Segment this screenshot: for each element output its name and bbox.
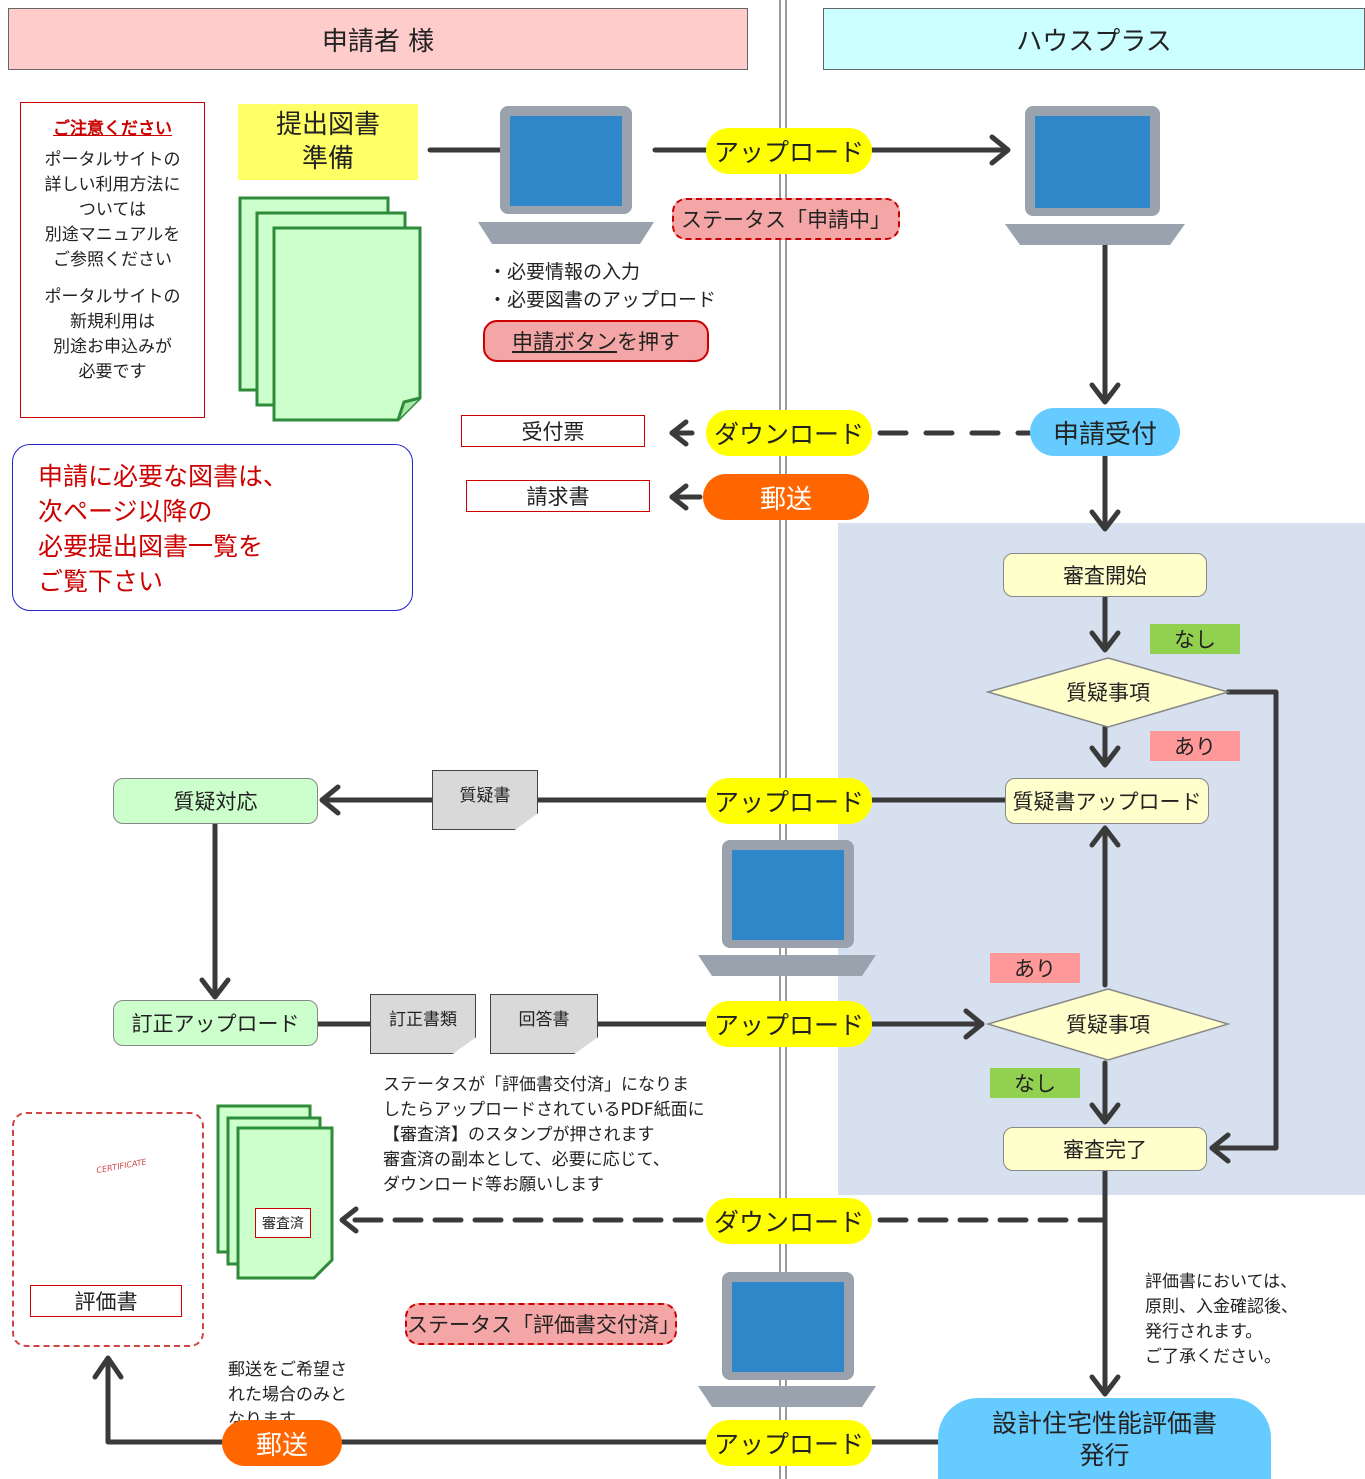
no-tag: なし <box>1150 624 1240 654</box>
caution-line: ご参照ください <box>53 250 172 270</box>
apply-step: ・必要図書のアップロード <box>488 289 717 311</box>
applicant-header: 申請者 様 <box>8 8 748 70</box>
required-docs-note: 申請に必要な図書は、 次ページ以降の 必要提出図書一覧を ご覧下さい <box>12 444 413 611</box>
invoice: 請求書 <box>466 480 650 512</box>
payment-note: 評価書においては、 原則、入金確認後、 発行されます。 ご了承ください。 <box>1145 1270 1345 1370</box>
application-received: 申請受付 <box>1030 408 1180 456</box>
apply-button-rest: を押す <box>617 330 680 354</box>
divider-line <box>779 0 781 1479</box>
note-line: 原則、入金確認後、 <box>1145 1297 1298 1317</box>
caution-line: 詳しい利用方法に <box>44 175 181 195</box>
note-line: したらアップロードされているPDF紙面に <box>383 1100 705 1120</box>
laptop-icon <box>698 840 876 976</box>
decision-diamond <box>985 988 1231 1061</box>
certificate-issue: 設計住宅性能評価書 発行 <box>938 1398 1271 1479</box>
no-tag: なし <box>990 1068 1080 1098</box>
issue-line: 発行 <box>1079 1441 1130 1470</box>
status-badge: ステータス「評価書交付済」 <box>405 1303 680 1345</box>
divider-line <box>785 0 787 1479</box>
laptop-icon <box>1005 106 1185 245</box>
mail-pill: 郵送 <box>222 1420 342 1466</box>
status-badge: ステータス「申請中」 <box>672 198 900 240</box>
note-line: 評価書においては、 <box>1145 1272 1298 1292</box>
apply-steps: ・必要情報の入力 ・必要図書のアップロード <box>488 258 768 314</box>
yes-tag: あり <box>1150 731 1240 761</box>
upload-pill: アップロード <box>706 1420 872 1466</box>
correction-upload: 訂正アップロード <box>113 1000 318 1046</box>
caution-line: 新規利用は <box>70 312 155 332</box>
laptop-icon <box>698 1272 876 1407</box>
caution-line: ポータルサイトの <box>44 150 181 170</box>
note-line: 申請に必要な図書は、 <box>38 462 289 491</box>
caution-line: 別途マニュアルを <box>44 225 181 245</box>
stamped-document-stack-icon <box>216 1104 334 1280</box>
note-line: ダウンロード等お願いします <box>383 1175 604 1195</box>
qa-response: 質疑対応 <box>113 778 318 824</box>
yes-tag: あり <box>990 953 1080 983</box>
mail-pill: 郵送 <box>703 474 869 520</box>
note-line: 郵送をご希望さ <box>228 1360 347 1380</box>
prep-line: 提出図書 <box>275 110 380 140</box>
apply-button-underlined: 申請ボタン <box>512 330 617 354</box>
apply-button[interactable]: 申請ボタンを押す <box>483 320 709 362</box>
question-decision-label: 質疑事項 <box>1066 681 1150 705</box>
stamp-note: ステータスが「評価書交付済」になりま したらアップロードされているPDF紙面に … <box>383 1073 733 1198</box>
correction-doc: 訂正書類 <box>370 994 476 1054</box>
upload-pill: アップロード <box>706 778 872 824</box>
note-line: 審査済の副本として、必要に応じて、 <box>383 1150 670 1170</box>
laptop-icon <box>478 106 654 244</box>
review-complete: 審査完了 <box>1003 1127 1207 1171</box>
download-pill: ダウンロード <box>706 410 872 456</box>
decision-diamond <box>985 657 1231 728</box>
receipt-ticket: 受付票 <box>461 415 645 447</box>
note-line: 次ページ以降の <box>38 497 213 526</box>
download-pill: ダウンロード <box>706 1198 872 1244</box>
prep-line: 準備 <box>301 144 354 174</box>
note-line: ご了承ください。 <box>1145 1347 1281 1367</box>
question-upload: 質疑書アップロード <box>1005 778 1209 824</box>
question-doc: 質疑書 <box>432 770 538 830</box>
note-line: 【審査済】のスタンプが押されます <box>383 1125 655 1145</box>
apply-step: ・必要情報の入力 <box>488 261 641 283</box>
question-decision-label: 質疑事項 <box>1066 1013 1150 1037</box>
caution-box: ご注意ください ポータルサイトの 詳しい利用方法に ついては 別途マニュアルを … <box>20 102 205 418</box>
caution-title: ご注意ください <box>53 119 172 139</box>
document-stack-icon <box>238 196 422 422</box>
caution-line: 別途お申込みが <box>53 337 172 357</box>
evaluation-doc: 評価書 <box>30 1285 182 1317</box>
houseplus-header: ハウスプラス <box>823 8 1365 70</box>
note-line: 発行されます。 <box>1145 1322 1263 1342</box>
caution-line: ポータルサイトの <box>44 287 181 307</box>
caution-line: ついては <box>78 200 147 220</box>
upload-pill: アップロード <box>706 1001 872 1047</box>
note-line: ステータスが「評価書交付済」になりま <box>383 1075 689 1095</box>
caution-line: 必要です <box>78 362 147 382</box>
review-start: 審査開始 <box>1003 553 1207 597</box>
answer-doc: 回答書 <box>490 994 598 1054</box>
issue-line: 設計住宅性能評価書 <box>991 1409 1217 1438</box>
note-line: ご覧下さい <box>38 567 164 596</box>
upload-pill: アップロード <box>706 128 872 174</box>
stamp-label: 審査済 <box>255 1208 311 1238</box>
note-line: 必要提出図書一覧を <box>38 532 264 561</box>
prep-box: 提出図書 準備 <box>238 104 418 180</box>
note-line: れた場合のみと <box>228 1385 347 1405</box>
